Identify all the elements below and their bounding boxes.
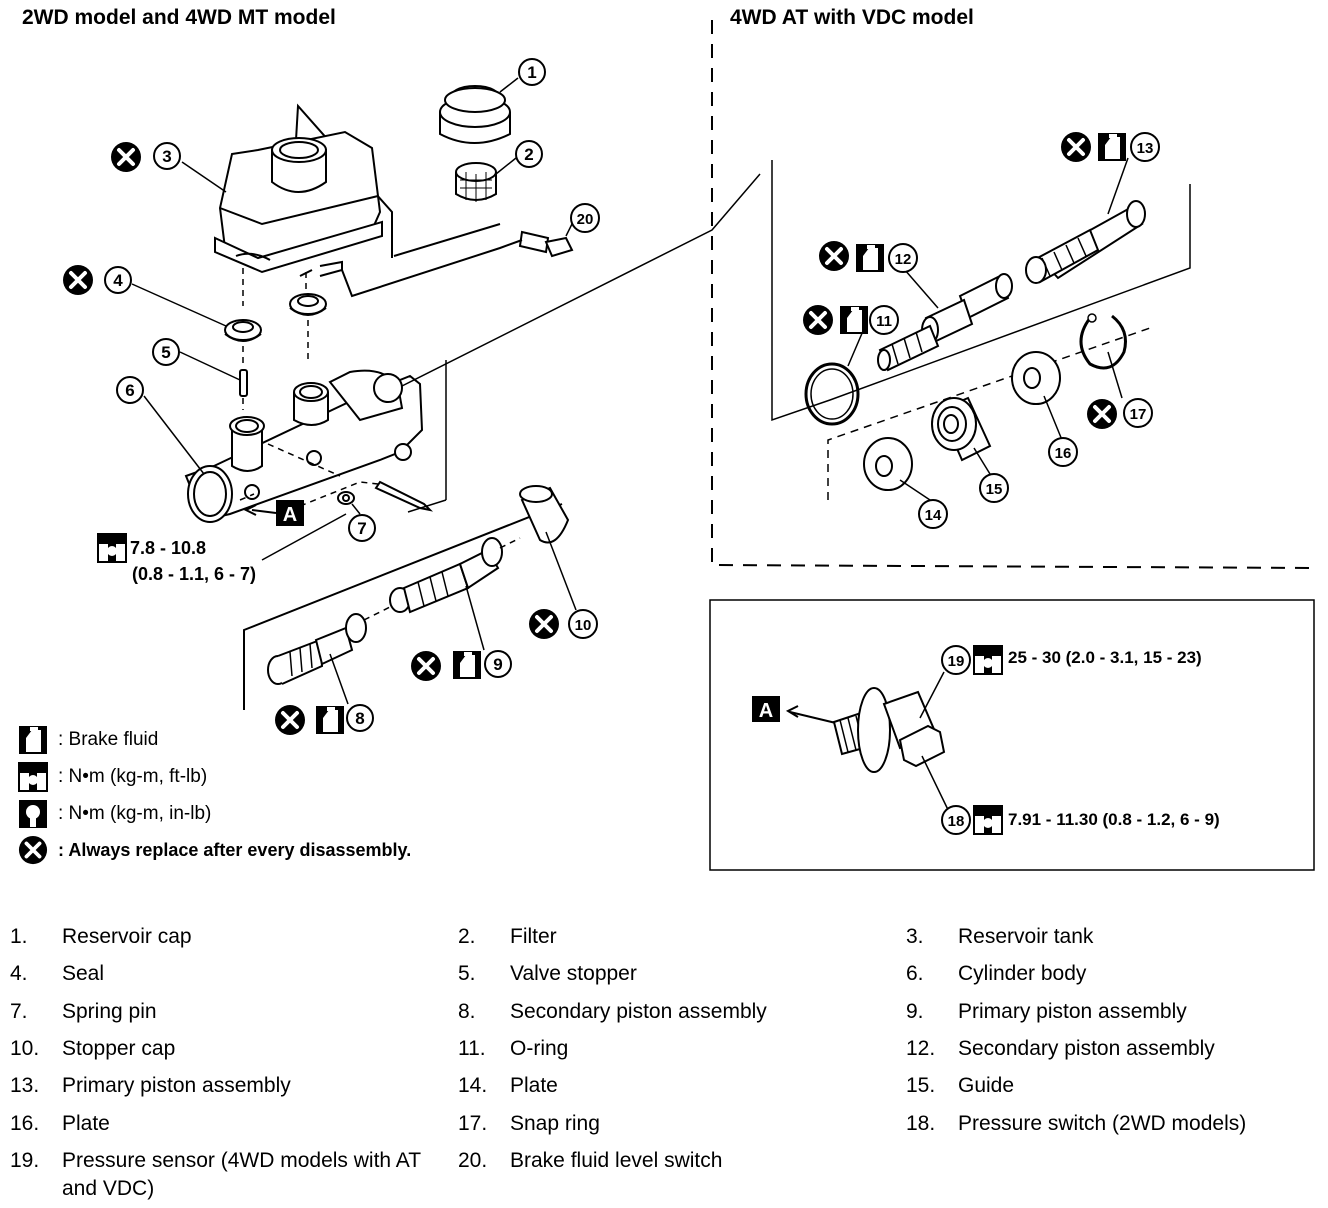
brake-fluid-icon [19,726,47,754]
legend-nm-inlb: : N•m (kg-m, in-lb) [18,799,211,829]
callout-12: 12 [895,251,912,268]
callout-19: 19 [948,653,965,670]
torque-wrench-icon [18,762,48,792]
detail-view-a-marker: A [759,700,773,722]
torque-cylinder-value: 7.8 - 10.8 [130,538,207,558]
torque-wrench-inlb-icon [19,800,47,828]
callout-numbers: 1 2 3 4 5 6 7 8 9 10 11 12 13 1 [104,58,1160,835]
right-section-title: 4WD AT with VDC model [730,6,974,29]
callout-7: 7 [357,519,366,538]
callout-6: 6 [125,381,134,400]
torque-part-19: 25 - 30 (2.0 - 3.1, 15 - 23) [1008,648,1202,667]
callout-11: 11 [876,313,892,330]
legend-nm-ftlb: : N•m (kg-m, ft-lb) [18,762,207,792]
callout-4: 4 [113,271,123,290]
legend-nm-ftlb-label: : N•m (kg-m, ft-lb) [58,766,208,787]
callout-17: 17 [1130,406,1147,423]
callout-8: 8 [355,709,364,728]
callout-1: 1 [527,63,536,82]
callout-10: 10 [575,617,592,634]
callout-16: 16 [1055,445,1072,462]
callout-3: 3 [162,147,171,166]
callout-2: 2 [524,145,533,164]
callout-14: 14 [925,507,942,524]
legend-brake-fluid-label: : Brake fluid [58,729,159,750]
x-circle-icon [18,835,48,865]
callout-20: 20 [577,211,594,228]
callout-5: 5 [161,343,170,362]
legend-brake-fluid: : Brake fluid [18,725,158,755]
left-section-title: 2WD model and 4WD MT model [22,6,336,29]
torque-cylinder-sub: (0.8 - 1.1, 6 - 7) [132,564,257,584]
diagram-drawing: A [61,20,1316,871]
legend-replace: : Always replace after every disassembly… [18,835,411,865]
view-a-marker: A [283,504,297,526]
torque-part-18: 7.91 - 11.30 (0.8 - 1.2, 6 - 9) [1008,810,1220,829]
legend-nm-inlb-label: : N•m (kg-m, in-lb) [58,803,212,824]
callout-15: 15 [986,481,1003,498]
callout-18: 18 [948,813,965,830]
callout-13: 13 [1137,140,1154,157]
legend-replace-label: : Always replace after every disassembly… [58,839,412,860]
callout-9: 9 [493,655,502,674]
